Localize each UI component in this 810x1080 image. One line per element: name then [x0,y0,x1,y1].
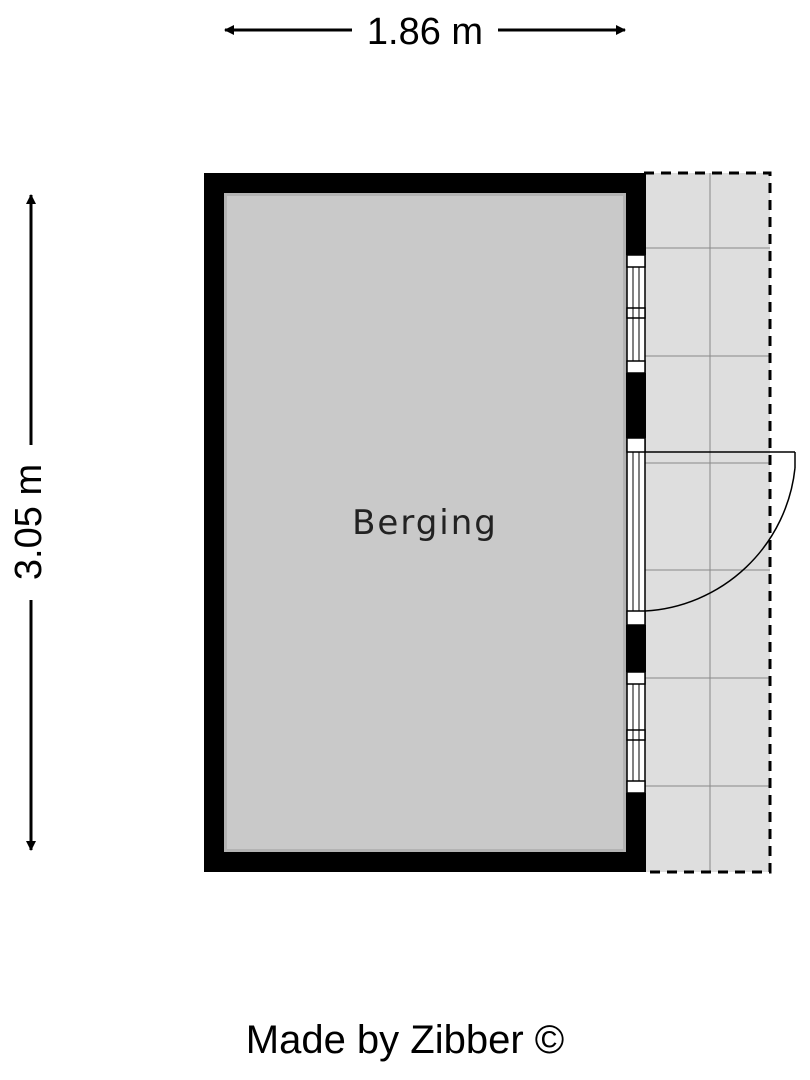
door-swing-arc [644,467,796,612]
width-dimension: 1.86 m [224,11,626,53]
door [626,437,796,626]
walls [204,173,646,872]
terrace-area [644,171,772,874]
window-top [626,254,646,374]
width-label: 1.86 m [367,11,483,53]
window-bottom [626,671,646,794]
height-dimension: 3.05 m [8,194,50,851]
terrace-dashed-border [644,171,772,874]
room-label: Berging [352,503,498,543]
credit-text: Made by Zibber © [245,1018,565,1062]
height-label: 3.05 m [8,464,50,580]
